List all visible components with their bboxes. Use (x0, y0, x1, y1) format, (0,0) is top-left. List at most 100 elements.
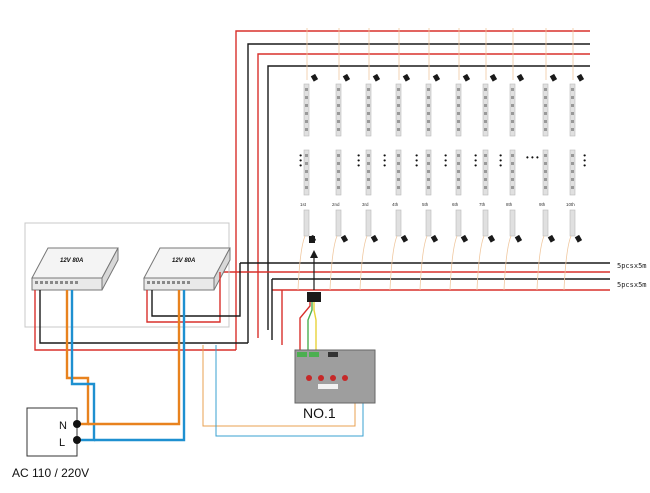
led-chip (427, 154, 430, 157)
led-chip (397, 96, 400, 99)
led-chip (484, 178, 487, 181)
ellipsis-5: • • • (441, 154, 450, 167)
led-chip (571, 96, 574, 99)
controller-terminal-green-1 (297, 352, 307, 357)
led-chip (571, 154, 574, 157)
strip-segment-upper (569, 83, 576, 137)
led-chip (367, 128, 370, 131)
led-chip (337, 88, 340, 91)
led-chip (337, 96, 340, 99)
ellipsis-1: • • • (296, 154, 305, 167)
led-chip (484, 120, 487, 123)
strip-segment-tail (542, 209, 549, 237)
psu-1-rating: 12V 80A (60, 258, 83, 264)
strip-return-line (536, 235, 545, 291)
led-chip (511, 162, 514, 165)
psu-1-neutral-wire (65, 290, 90, 426)
psu-2-terminal-strip (147, 281, 190, 284)
led-chip (571, 178, 574, 181)
led-chip (457, 162, 460, 165)
led-chip (544, 88, 547, 91)
led-chip (305, 178, 308, 181)
strip-label-8: 8th (506, 202, 513, 207)
led-chip (511, 88, 514, 91)
led-chip (427, 178, 430, 181)
controller-signal-wires (202, 302, 364, 437)
output-label-2: 5pcsx5m (617, 281, 647, 289)
led-chip (367, 178, 370, 181)
led-chip (484, 186, 487, 189)
strip-bottom-connector (487, 234, 496, 243)
controller-power-orange (202, 345, 356, 427)
led-chip (544, 128, 547, 131)
ellipsis-6: • • • (471, 154, 480, 167)
led-chip (397, 120, 400, 123)
strip-bottom-connector (400, 234, 409, 243)
led-chip (544, 104, 547, 107)
led-chip (337, 104, 340, 107)
strip-bottom-connector (370, 234, 379, 243)
strip-label-1: 1st (300, 202, 307, 207)
strip-segment-tail (569, 209, 576, 237)
strip-top-connector (310, 73, 319, 82)
strip-return-line (359, 235, 368, 291)
ac-source: N L AC 110 / 220V (12, 407, 89, 480)
led-chip (337, 112, 340, 115)
led-chip (367, 154, 370, 157)
output-label-1: 5pcsx5m (617, 262, 647, 270)
led-chip (457, 170, 460, 173)
led-chip (305, 154, 308, 157)
led-column-1 (297, 28, 319, 291)
led-chip (457, 178, 460, 181)
strip-label-6: 6th (452, 202, 459, 207)
led-chip (305, 170, 308, 173)
data-plug-connector (307, 292, 321, 302)
led-column-3 (359, 28, 381, 291)
top-bus-wires (235, 30, 590, 350)
led-chip (427, 112, 430, 115)
strip-return-line (476, 235, 485, 291)
strip-bottom-connector (574, 234, 583, 243)
led-chip (367, 162, 370, 165)
ac-input-wires (65, 290, 186, 442)
strip-bottom-connector (547, 234, 556, 243)
led-chip (544, 170, 547, 173)
led-chip (427, 120, 430, 123)
led-chip (484, 154, 487, 157)
led-chip (571, 170, 574, 173)
strip-return-line (297, 235, 306, 291)
strip-bottom-connector (430, 234, 439, 243)
strip-segment-upper (542, 83, 549, 137)
terminal-n-label: N (59, 420, 67, 432)
led-chip (397, 186, 400, 189)
strip-return-line (449, 235, 458, 291)
strip-bottom-connector (460, 234, 469, 243)
psu-1-terminal-strip (35, 281, 78, 284)
controller-button-3 (330, 375, 336, 381)
led-chip (397, 154, 400, 157)
led-chip (337, 186, 340, 189)
led-chip (511, 104, 514, 107)
led-chip (427, 128, 430, 131)
strip-bottom-connector (514, 234, 523, 243)
led-chip (427, 170, 430, 173)
led-chip (305, 128, 308, 131)
led-chip (427, 186, 430, 189)
led-chip (511, 128, 514, 131)
led-column-10 (563, 28, 585, 291)
strip-top-connector (489, 73, 498, 82)
controller-name: NO.1 (303, 405, 336, 421)
led-column-2 (329, 28, 351, 291)
led-chip (484, 96, 487, 99)
bus-black-2 (267, 65, 590, 330)
strip-segment-upper (335, 83, 342, 137)
led-column-4 (389, 28, 411, 291)
led-chip (337, 128, 340, 131)
strip-top-connector (576, 73, 585, 82)
terminal-l-label: L (59, 437, 65, 449)
led-chip (457, 96, 460, 99)
ellipsis-2: • • • (354, 154, 363, 167)
led-chip (337, 154, 340, 157)
bus-red-outer (235, 30, 590, 350)
